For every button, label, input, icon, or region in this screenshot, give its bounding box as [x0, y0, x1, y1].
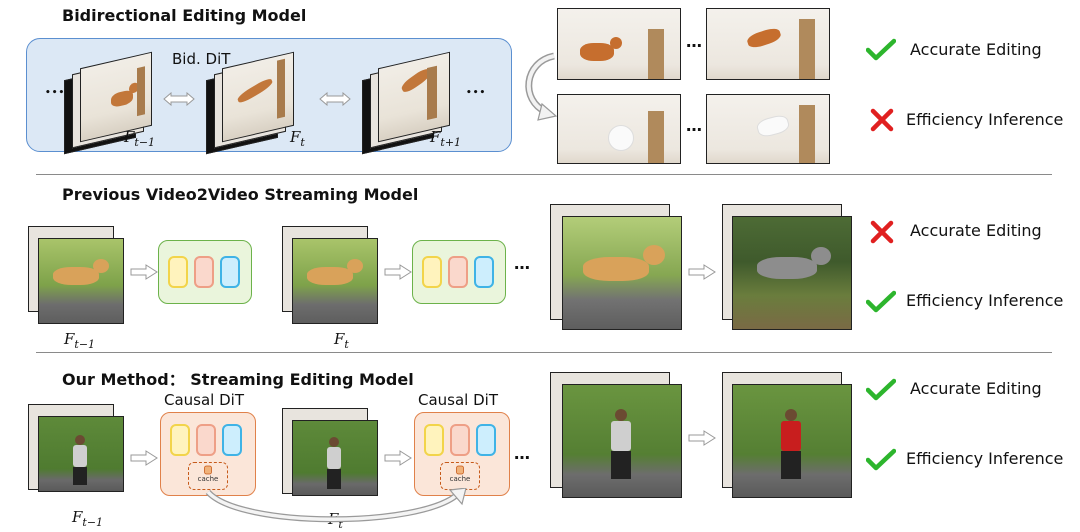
block-salmon — [194, 256, 214, 288]
bidirectional-title: Bidirectional Editing Model — [62, 6, 307, 25]
curved-arrow-icon — [525, 52, 558, 121]
dog-frame-large — [562, 216, 682, 330]
output-frame-orange-cat-2 — [706, 8, 830, 80]
double-arrow-icon — [163, 92, 195, 106]
cache-icon — [456, 465, 464, 475]
arrow-right-icon — [130, 450, 158, 466]
block-salmon — [450, 424, 470, 456]
result-efficiency-inference: Efficiency Inference — [906, 291, 1064, 310]
section-divider — [36, 352, 1052, 353]
frame-label-t-plus-1: Ft+1 — [430, 128, 462, 149]
cache-label: cache — [197, 475, 219, 483]
output-frame-white-cat-1 — [557, 94, 681, 164]
causal-dit-label: Causal DiT — [164, 391, 244, 409]
block-salmon — [448, 256, 468, 288]
cache-transfer-arrow — [205, 488, 467, 523]
arrow-right-icon — [688, 430, 716, 446]
result-efficiency-inference: Efficiency Inference — [906, 449, 1064, 468]
block-cyan — [476, 424, 496, 456]
ours-title: Our Method： Streaming Editing Model — [62, 370, 414, 389]
output-frame-orange-cat-1 — [557, 8, 681, 80]
cache-icon — [204, 465, 212, 475]
result-accurate-editing: Accurate Editing — [910, 221, 1042, 240]
check-icon — [866, 38, 896, 61]
ellipsis-previous: … — [514, 254, 531, 273]
output-frame-white-cat-2 — [706, 94, 830, 164]
block-yellow — [168, 256, 188, 288]
runner-frame-image — [292, 420, 378, 496]
ellipsis-top-row: … — [686, 32, 703, 51]
ellipsis-left: ••• — [45, 88, 66, 98]
frame-label-t: Ft — [290, 128, 305, 149]
ellipsis-bottom-row: … — [686, 116, 703, 135]
dog-frame-image — [292, 238, 378, 324]
runner-frame-output — [732, 384, 852, 498]
dog-frame-image — [38, 238, 124, 324]
block-yellow — [424, 424, 444, 456]
block-cyan — [220, 256, 240, 288]
arrow-right-icon — [130, 264, 158, 280]
arrow-right-icon — [384, 450, 412, 466]
frame-label-t-minus-1: Ft−1 — [124, 128, 156, 149]
runner-frame-image — [38, 416, 124, 492]
result-accurate-editing: Accurate Editing — [910, 379, 1042, 398]
cross-icon — [870, 108, 894, 132]
result-efficiency-inference: Efficiency Inference — [906, 110, 1064, 129]
check-icon — [866, 290, 896, 313]
check-icon — [866, 378, 896, 401]
block-cyan — [474, 256, 494, 288]
frame-label-prev-t-minus-1: Ft−1 — [64, 330, 96, 351]
previous-title: Previous Video2Video Streaming Model — [62, 185, 419, 204]
arrow-right-icon — [384, 264, 412, 280]
double-arrow-icon — [319, 92, 351, 106]
cross-icon — [870, 220, 894, 244]
frame-label-prev-t: Ft — [334, 330, 349, 351]
wolf-frame-output — [732, 216, 852, 330]
check-icon — [866, 448, 896, 471]
block-cyan — [222, 424, 242, 456]
ellipsis-ours: … — [514, 444, 531, 463]
section-divider — [36, 174, 1052, 175]
cache-box: cache — [440, 462, 480, 490]
runner-frame-large — [562, 384, 682, 498]
block-salmon — [196, 424, 216, 456]
arrow-right-icon — [688, 264, 716, 280]
bid-dit-label: Bid. DiT — [172, 50, 231, 68]
block-yellow — [170, 424, 190, 456]
result-accurate-editing: Accurate Editing — [910, 40, 1042, 59]
block-yellow — [422, 256, 442, 288]
cache-box: cache — [188, 462, 228, 490]
ellipsis-right: ••• — [466, 88, 487, 98]
frame-label-ours-t-minus-1: Ft−1 — [72, 508, 104, 529]
causal-dit-label: Causal DiT — [418, 391, 498, 409]
cache-label: cache — [449, 475, 471, 483]
